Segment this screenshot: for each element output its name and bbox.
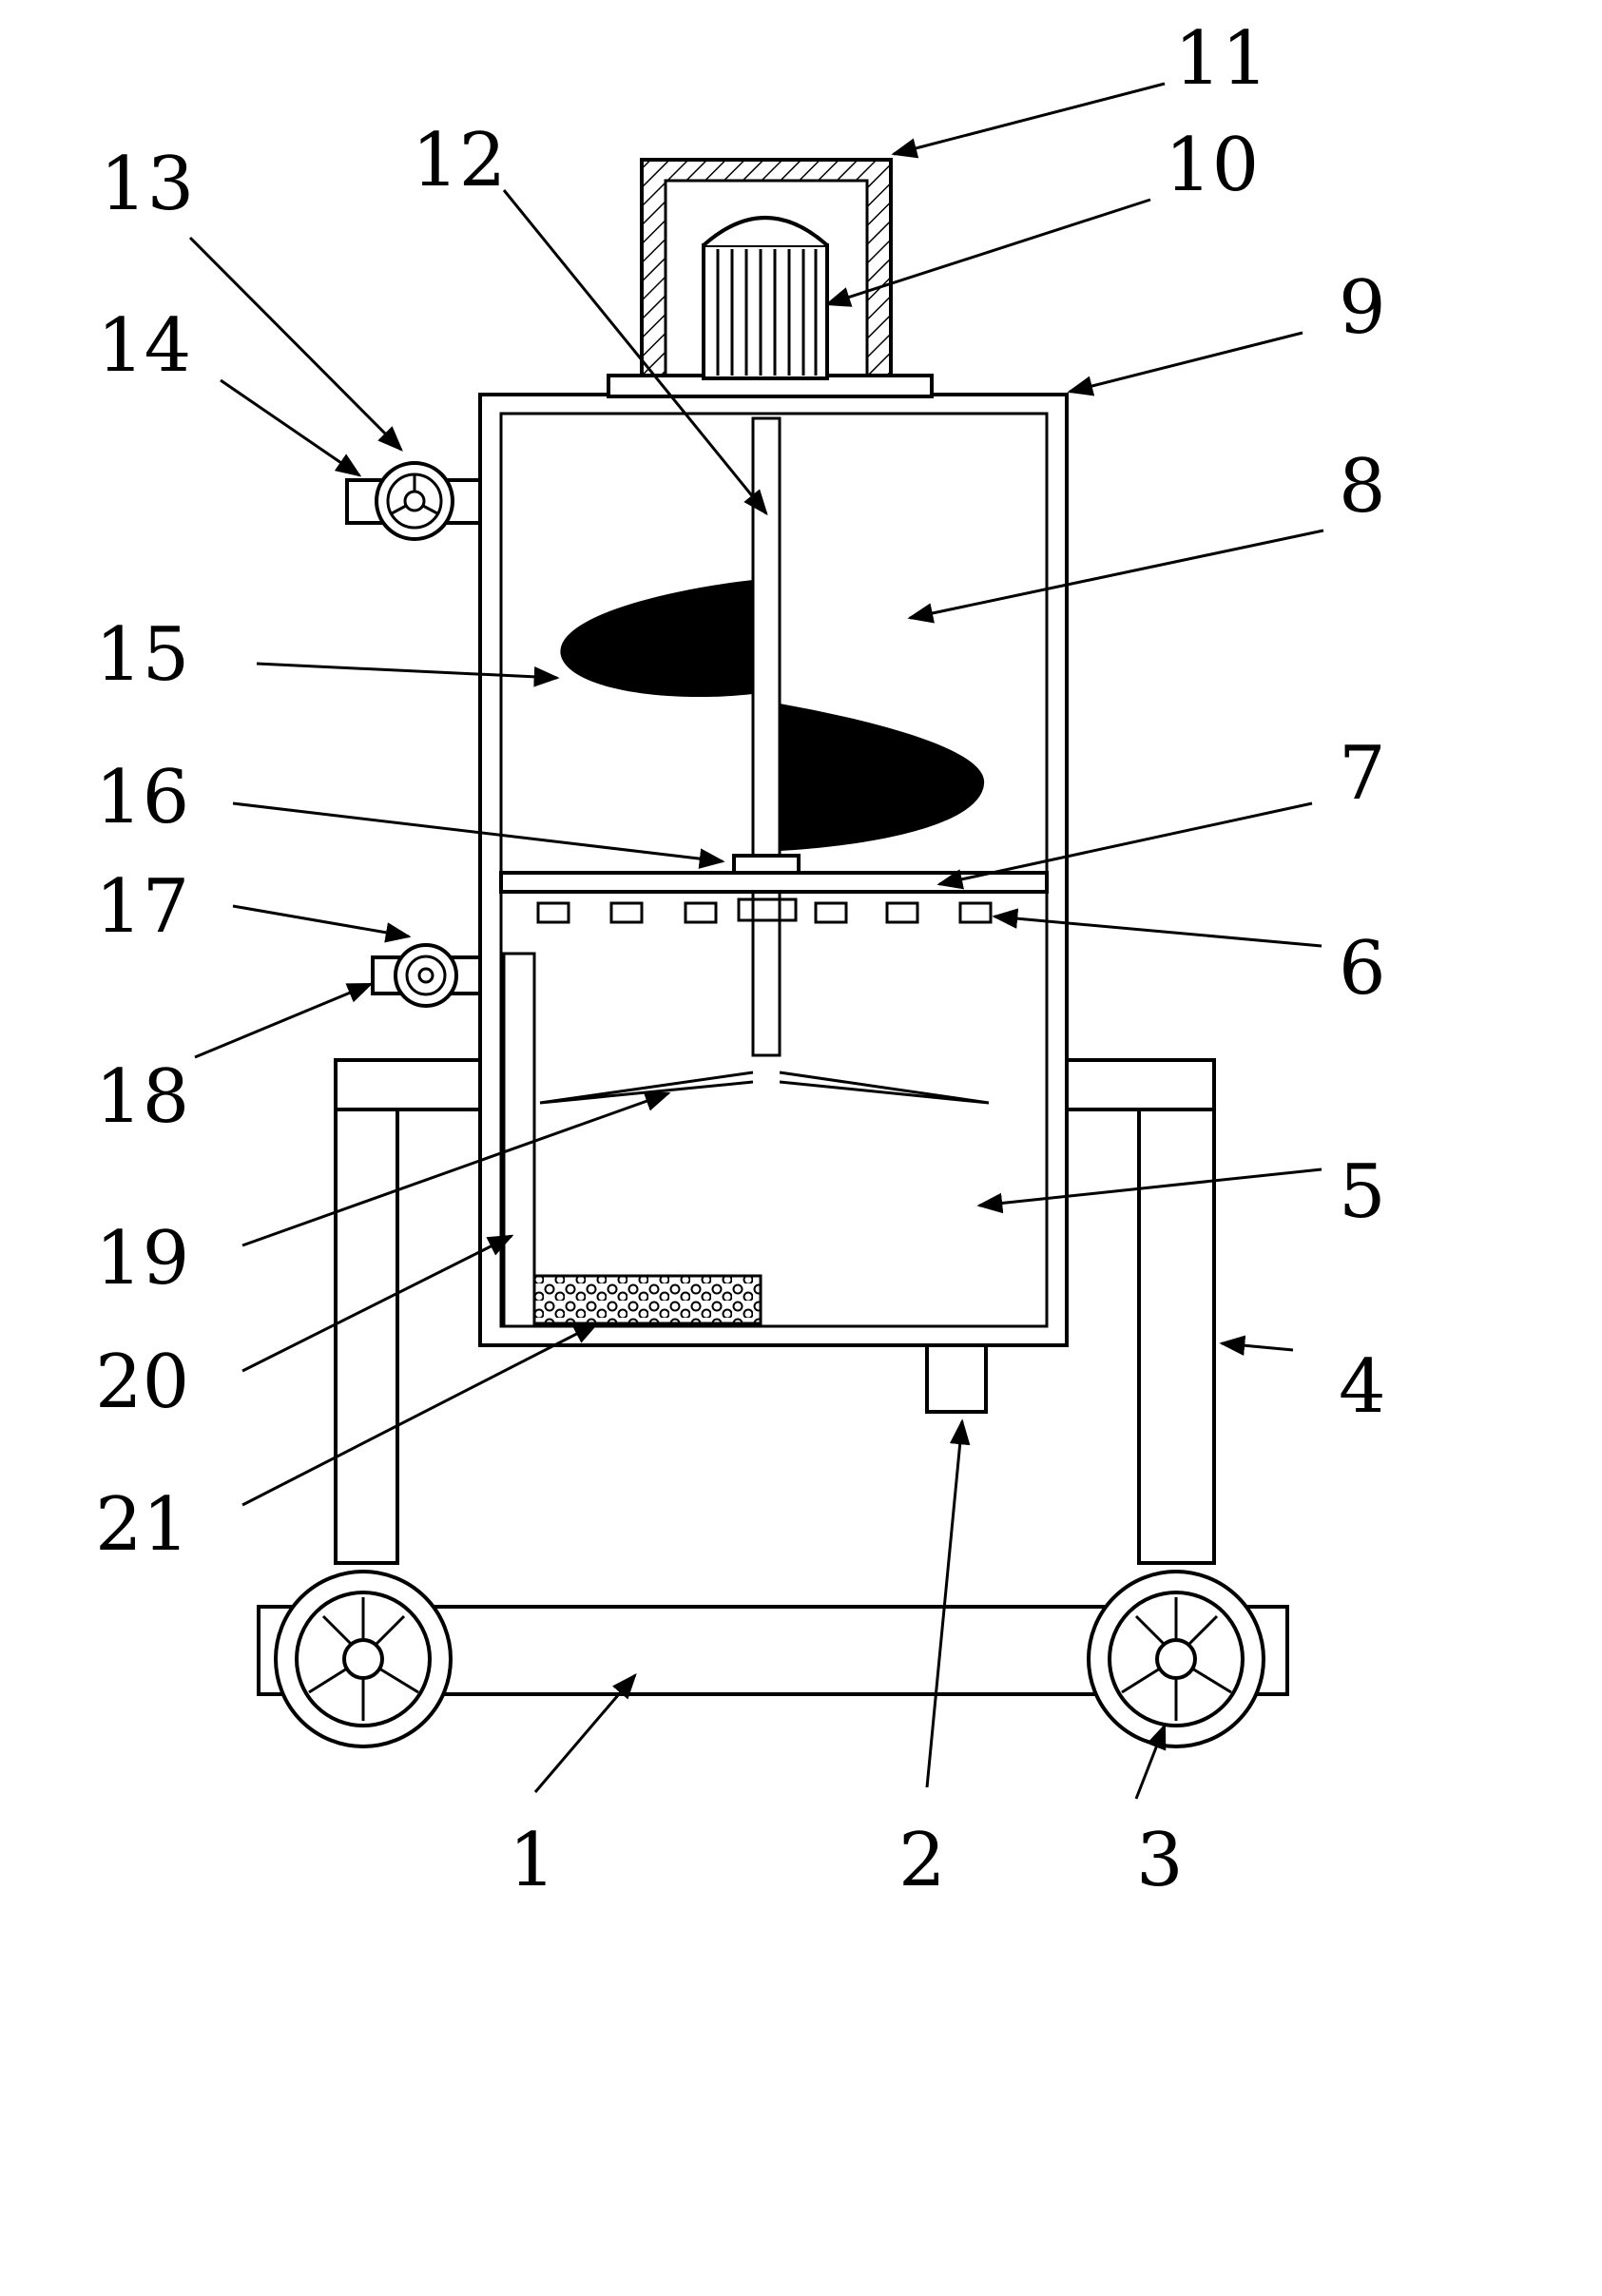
part-labels: 11 10 12 13 14 9 8 15 16 7 17 6 18 5 19 … — [95, 16, 1386, 1903]
nozzle-row — [536, 897, 993, 924]
inlet-valve — [345, 461, 482, 541]
outlet-pipe — [925, 1343, 988, 1414]
label-13: 13 — [100, 142, 194, 227]
label-4: 4 — [1339, 1344, 1386, 1430]
label-3: 3 — [1136, 1818, 1184, 1903]
label-1: 1 — [509, 1818, 556, 1903]
base-beam — [257, 1605, 1289, 1696]
label-5: 5 — [1339, 1149, 1386, 1235]
label-18: 18 — [95, 1054, 189, 1140]
shaft — [751, 416, 782, 1057]
label-20: 20 — [95, 1340, 189, 1425]
separation-plate — [499, 871, 1049, 894]
bearing — [732, 854, 801, 875]
motor — [702, 216, 829, 380]
label-17: 17 — [95, 864, 189, 950]
stirring-blade — [539, 1071, 990, 1105]
label-2: 2 — [898, 1818, 946, 1903]
label-12: 12 — [412, 118, 506, 203]
wheel-right — [1087, 1570, 1265, 1748]
label-21: 21 — [95, 1482, 189, 1568]
label-11: 11 — [1174, 16, 1268, 102]
filter-block — [532, 1274, 762, 1325]
wheel-left — [274, 1570, 453, 1748]
spiral-blade — [560, 580, 985, 851]
label-14: 14 — [97, 303, 191, 389]
label-19: 19 — [95, 1216, 189, 1302]
label-10: 10 — [1165, 123, 1259, 208]
label-8: 8 — [1339, 444, 1386, 530]
drain-valve — [371, 943, 482, 1008]
label-15: 15 — [95, 612, 189, 698]
label-6: 6 — [1339, 926, 1386, 1012]
leader-lines — [188, 82, 1324, 1800]
label-9: 9 — [1339, 265, 1386, 351]
label-16: 16 — [95, 755, 189, 840]
support-frame — [334, 1058, 1216, 1565]
label-7: 7 — [1339, 731, 1386, 817]
